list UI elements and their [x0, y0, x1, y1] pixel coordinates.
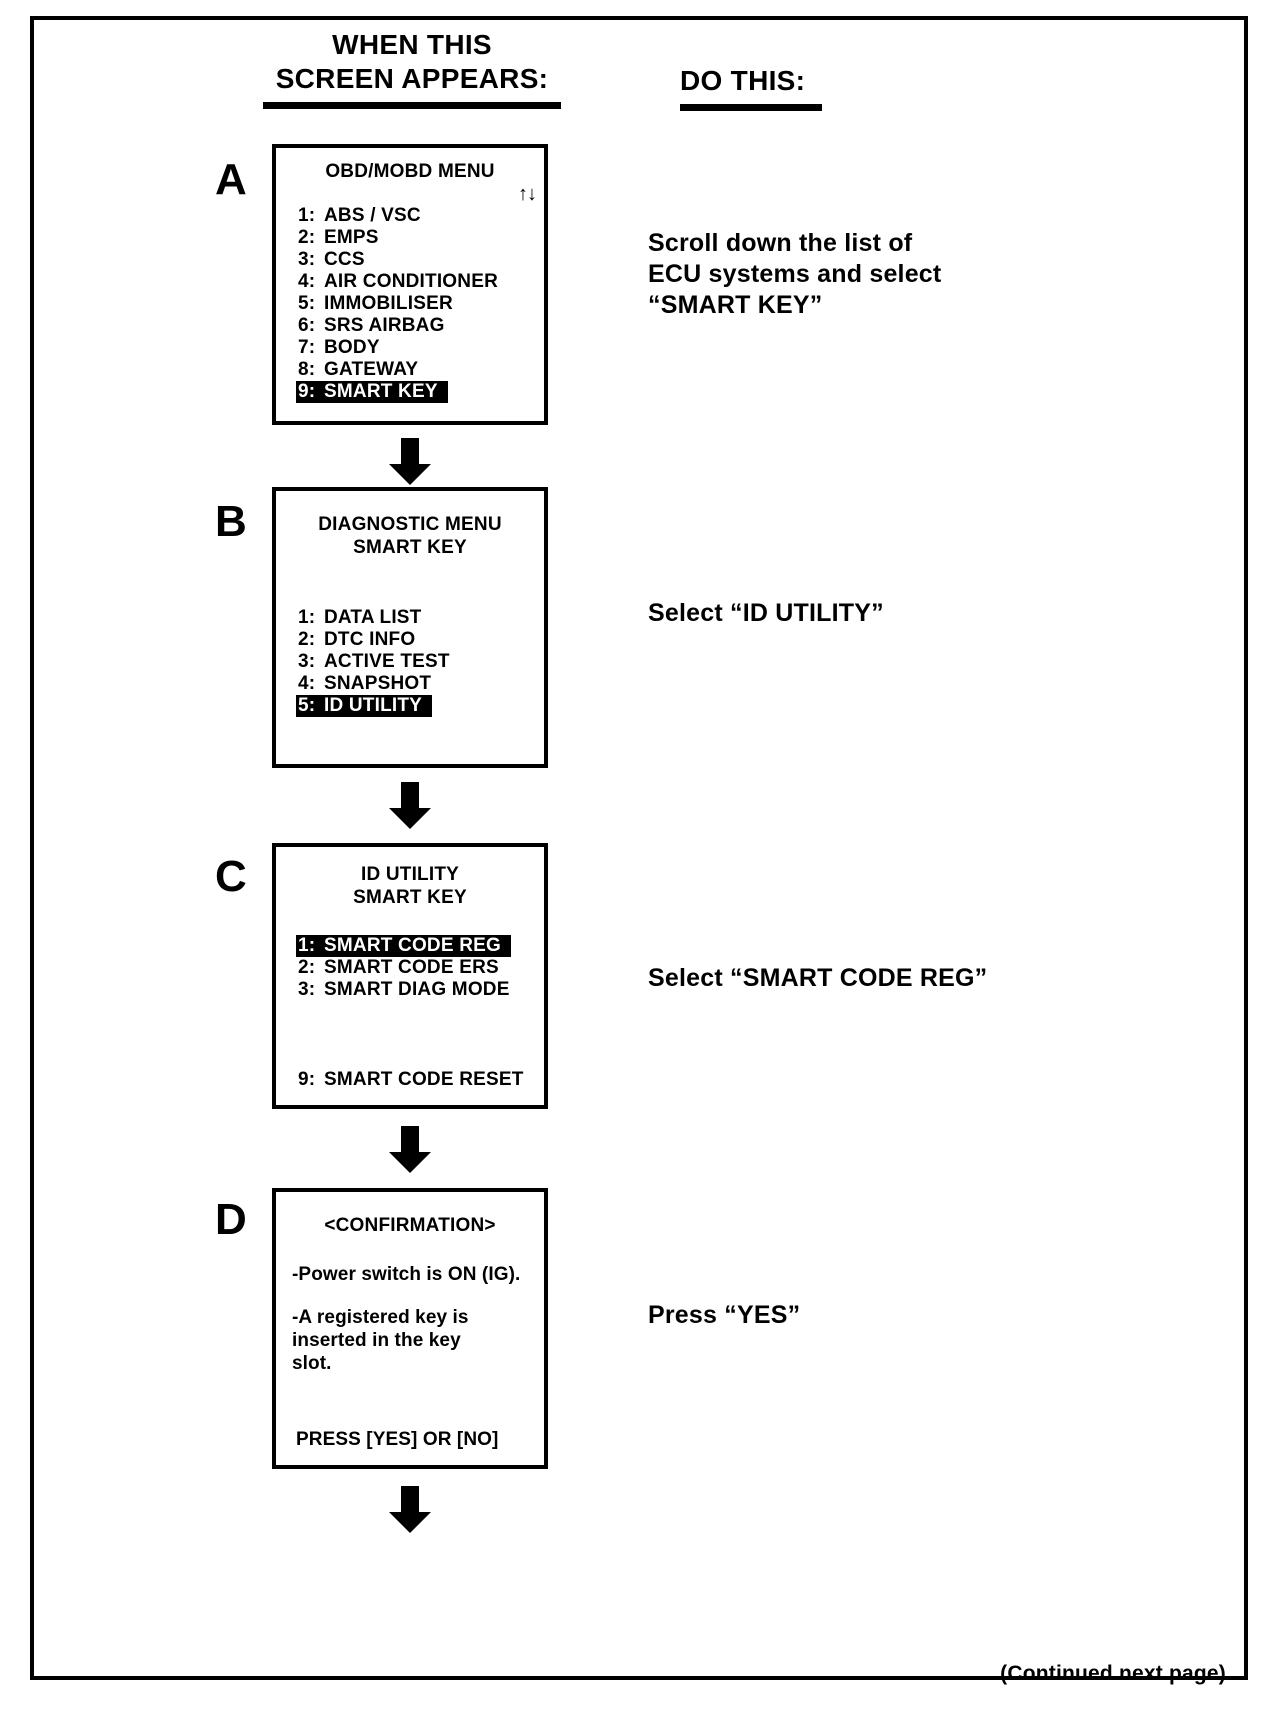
menu-item-label: SMART CODE REG	[324, 935, 501, 956]
flow-arrow-down-icon	[388, 438, 432, 486]
screen-d-title: <CONFIRMATION>	[324, 1215, 496, 1236]
menu-item-index: 2:	[298, 957, 316, 978]
menu-item-label: ABS / VSC	[324, 205, 421, 226]
menu-item-index: 3:	[298, 249, 316, 270]
header-left-line2: SCREEN APPEARS:	[275, 63, 549, 94]
screen-a-menu-list: 1: ABS / VSC 2: EMPS 3: CCS 4: AIR CONDI…	[276, 205, 544, 403]
menu-item[interactable]: 1: DATA LIST	[296, 607, 544, 629]
menu-item-index: 2:	[298, 227, 316, 248]
screen-c-title-line1: ID UTILITY	[360, 864, 460, 885]
menu-item-label: SMART CODE ERS	[324, 957, 499, 978]
device-screen-b: DIAGNOSTIC MENU SMART KEY 1: DATA LIST 2…	[272, 487, 548, 768]
instruction-step-c: Select “SMART CODE REG”	[648, 963, 987, 994]
menu-item[interactable]: 6: SRS AIRBAG	[296, 315, 544, 337]
flow-arrow-down-icon	[388, 1126, 432, 1174]
scroll-arrows-icon: ↑↓	[518, 183, 537, 205]
screen-b-menu-list: 1: DATA LIST 2: DTC INFO 3: ACTIVE TEST …	[276, 607, 544, 717]
flow-arrow-down-icon	[388, 1486, 432, 1534]
instruction-step-a: Scroll down the list of ECU systems and …	[648, 228, 941, 321]
instruction-text: Select “ID UTILITY”	[648, 599, 884, 627]
menu-item[interactable]: 2: SMART CODE ERS	[296, 957, 544, 979]
column-headers: WHEN THIS SCREEN APPEARS: DO THIS:	[0, 28, 1280, 124]
menu-item-selected[interactable]: 1: SMART CODE REG	[296, 935, 511, 957]
confirmation-condition-1: -Power switch is ON (IG).	[292, 1264, 521, 1285]
menu-item-bottom[interactable]: 9: SMART CODE RESET	[296, 1069, 526, 1091]
header-left-underline	[263, 102, 561, 109]
menu-item-index: 3:	[298, 979, 316, 1000]
menu-item-index: 6:	[298, 315, 316, 336]
menu-item-index: 5:	[298, 695, 316, 716]
menu-item-label: SNAPSHOT	[324, 673, 432, 694]
menu-item-index: 1:	[298, 205, 316, 226]
menu-item-selected[interactable]: 9: SMART KEY	[296, 381, 448, 403]
header-when-screen-appears: WHEN THIS SCREEN APPEARS:	[262, 28, 562, 109]
header-left-line1: WHEN THIS	[332, 29, 492, 60]
screen-c-title-line2: SMART KEY	[353, 887, 467, 908]
menu-item-selected[interactable]: 5: ID UTILITY	[296, 695, 433, 717]
confirmation-condition-2: -A registered key is inserted in the key…	[292, 1307, 469, 1374]
confirmation-prompt: PRESS [YES] OR [NO]	[296, 1429, 499, 1450]
menu-item-index: 5:	[298, 293, 316, 314]
instruction-step-d: Press “YES”	[648, 1300, 800, 1331]
step-letter-a: A	[215, 155, 247, 204]
menu-item-label: SRS AIRBAG	[324, 315, 445, 336]
flow-arrow-down-icon	[388, 782, 432, 830]
menu-item[interactable]: 3: ACTIVE TEST	[296, 651, 544, 673]
menu-item-label: ACTIVE TEST	[324, 651, 450, 672]
menu-item-index: 8:	[298, 359, 316, 380]
menu-item[interactable]: 4: AIR CONDITIONER	[296, 271, 544, 293]
menu-item-label: SMART KEY	[324, 381, 438, 402]
menu-item-label: CCS	[324, 249, 365, 270]
screen-a-title: OBD/MOBD MENU	[325, 161, 495, 182]
device-screen-c: ID UTILITY SMART KEY 1: SMART CODE REG 2…	[272, 843, 548, 1109]
menu-item-index: 1:	[298, 607, 316, 628]
header-right-label: DO THIS:	[680, 65, 806, 96]
instruction-text: Press “YES”	[648, 1301, 801, 1329]
menu-item-label: IMMOBILISER	[324, 293, 453, 314]
menu-item-label: DTC INFO	[324, 629, 416, 650]
menu-item-index: 9:	[298, 1069, 316, 1090]
menu-item[interactable]: 2: EMPS	[296, 227, 544, 249]
menu-item[interactable]: 1: ABS / VSC	[296, 205, 544, 227]
menu-item[interactable]: 8: GATEWAY	[296, 359, 544, 381]
menu-item-label: SMART DIAG MODE	[324, 979, 510, 1000]
menu-item[interactable]: 3: CCS	[296, 249, 544, 271]
screen-b-title-line1: DIAGNOSTIC MENU	[318, 514, 502, 535]
menu-item-index: 9:	[298, 381, 316, 402]
menu-item-index: 7:	[298, 337, 316, 358]
device-screen-d: <CONFIRMATION> -Power switch is ON (IG).…	[272, 1188, 548, 1469]
menu-item-index: 4:	[298, 673, 316, 694]
screen-d-body: -Power switch is ON (IG). -A registered …	[276, 1263, 544, 1375]
instruction-text: Select “SMART CODE REG”	[648, 964, 988, 992]
menu-item-label: GATEWAY	[324, 359, 419, 380]
menu-item-index: 3:	[298, 651, 316, 672]
menu-item-label: ID UTILITY	[324, 695, 423, 716]
menu-item-label: AIR CONDITIONER	[324, 271, 498, 292]
menu-item-label: SMART CODE RESET	[324, 1069, 524, 1090]
menu-item[interactable]: 3: SMART DIAG MODE	[296, 979, 544, 1001]
header-do-this: DO THIS:	[680, 64, 822, 111]
device-screen-a: OBD/MOBD MENU ↑↓ 1: ABS / VSC 2: EMPS 3:…	[272, 144, 548, 425]
menu-item[interactable]: 2: DTC INFO	[296, 629, 544, 651]
menu-item-index: 2:	[298, 629, 316, 650]
menu-item-index: 4:	[298, 271, 316, 292]
menu-item-label: DATA LIST	[324, 607, 422, 628]
header-right-underline	[680, 104, 822, 111]
step-letter-c: C	[215, 852, 247, 901]
screen-b-title-line2: SMART KEY	[353, 537, 467, 558]
menu-item-index: 1:	[298, 935, 316, 956]
menu-item[interactable]: 5: IMMOBILISER	[296, 293, 544, 315]
menu-item-label: BODY	[324, 337, 380, 358]
step-letter-d: D	[215, 1195, 247, 1244]
instruction-text: Scroll down the list of ECU systems and …	[648, 229, 942, 319]
menu-item-label: EMPS	[324, 227, 379, 248]
screen-c-menu-list: 1: SMART CODE REG 2: SMART CODE ERS 3: S…	[276, 935, 544, 1001]
instruction-step-b: Select “ID UTILITY”	[648, 598, 884, 629]
continued-footer: (Continued next page)	[1000, 1662, 1226, 1685]
menu-item[interactable]: 7: BODY	[296, 337, 544, 359]
menu-item[interactable]: 4: SNAPSHOT	[296, 673, 544, 695]
step-letter-b: B	[215, 497, 247, 546]
page-border	[30, 16, 1248, 1680]
